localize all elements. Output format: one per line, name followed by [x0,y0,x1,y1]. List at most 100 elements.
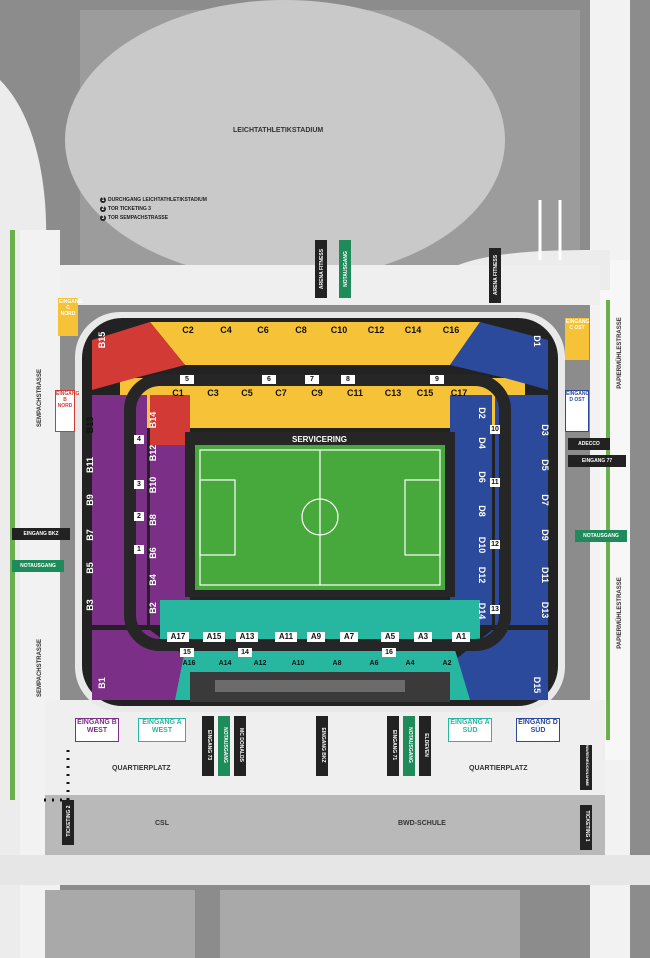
section-c3[interactable]: C3 [207,388,219,398]
section-c9[interactable]: C9 [311,388,323,398]
entrance-c-nord[interactable]: EINGANG C NORD [58,298,82,336]
section-b2[interactable]: B2 [148,602,158,614]
section-a3[interactable]: A3 [414,632,432,642]
section-d7[interactable]: D7 [540,494,550,506]
section-a1[interactable]: A1 [452,632,470,642]
section-d11[interactable]: D11 [540,566,550,583]
section-b6[interactable]: B6 [148,547,158,559]
entrance-a-sued[interactable]: EINGANG A SÜD [448,718,492,742]
gate-11: 11 [490,478,500,487]
section-d3[interactable]: D3 [540,424,550,436]
notausgang-s2-tag[interactable]: NOTAUSGANG [403,716,415,776]
gate-13: 13 [490,605,500,614]
notausgang-right-tag[interactable]: NOTAUSGANG [575,530,627,542]
section-a7[interactable]: A7 [340,632,358,642]
section-b10[interactable]: B10 [148,476,158,494]
ticketing-2-tag[interactable]: TICKETING 2 [62,800,74,845]
section-c17[interactable]: C17 [450,388,468,398]
section-b4[interactable]: B4 [148,574,158,586]
section-a13[interactable]: A13 [236,632,258,642]
entrance-c-ost[interactable]: EINGANG C OST [565,318,589,360]
arena-fitness-top-tag[interactable]: ARENA FITNESS [315,240,327,298]
section-c13[interactable]: C13 [384,388,402,398]
eldeven-tag[interactable]: ELDEVEN [419,716,431,776]
section-d12[interactable]: D12 [477,566,487,584]
quartierplatz-left-label: QUARTIERPLATZ [112,765,171,772]
section-b12[interactable]: B12 [148,444,158,462]
legend-number: 1 [100,197,106,203]
section-a17[interactable]: A17 [167,632,189,642]
section-a9[interactable]: A9 [307,632,325,642]
section-b15[interactable]: B15 [97,331,107,349]
section-c7[interactable]: C7 [275,388,287,398]
eingang-77-tag[interactable]: EINGANG 77 [568,455,626,467]
arena-fitness-top-label: ARENA FITNESS [319,248,325,290]
section-a4[interactable]: A4 [405,660,415,667]
section-d4[interactable]: D4 [477,437,487,449]
section-c15[interactable]: C15 [416,388,434,398]
entrance-a-west[interactable]: EINGANG A WEST [138,718,186,742]
entrance-b-west[interactable]: EINGANG B WEST [75,718,119,742]
eingang-73-tag[interactable]: EINGANG 73 [202,716,214,776]
section-d13[interactable]: D13 [540,601,550,619]
section-d5[interactable]: D5 [540,459,550,471]
legend-number: 2 [100,206,106,212]
section-d15[interactable]: D15 [532,676,542,694]
warenruecknahme-tag[interactable]: WARENRÜCKNAHME [580,745,592,790]
adecco-tag[interactable]: ADECCO [568,438,610,450]
section-a10[interactable]: A10 [291,660,305,667]
section-a16[interactable]: A16 [182,660,196,667]
section-a2[interactable]: A2 [442,660,452,667]
section-d10[interactable]: D10 [477,536,487,554]
section-d1[interactable]: D1 [532,335,542,347]
section-a5[interactable]: A5 [381,632,399,642]
section-b5[interactable]: B5 [85,562,95,574]
gate-6: 6 [262,375,276,384]
section-b7[interactable]: B7 [85,529,95,541]
section-c16[interactable]: C16 [442,325,460,335]
section-b8[interactable]: B8 [148,514,158,526]
arena-fitness-right-tag[interactable]: ARENA FITNESS [489,248,501,303]
section-c5[interactable]: C5 [241,388,253,398]
section-d6[interactable]: D6 [477,471,487,483]
entrance-d-ost[interactable]: EINGANG D OST [565,390,589,432]
athletics-stadium-label: LEICHTATHLETIKSTADIUM [233,127,324,134]
entrance-b-nord[interactable]: EINGANG B NORD [55,390,79,432]
section-b9[interactable]: B9 [85,494,95,506]
section-c4[interactable]: C4 [220,325,232,335]
notausgang-left-tag[interactable]: NOTAUSGANG [12,560,64,572]
ticketing-1-tag[interactable]: TICKETING 1 [580,805,592,850]
section-a8[interactable]: A8 [332,660,342,667]
notausgang-s1-tag[interactable]: NOTAUSGANG [218,716,230,776]
section-c11[interactable]: C11 [346,388,363,398]
section-a11[interactable]: A11 [275,632,297,642]
section-c6[interactable]: C6 [257,325,269,335]
section-c2[interactable]: C2 [182,325,194,335]
section-d9[interactable]: D9 [540,529,550,541]
section-c10[interactable]: C10 [330,325,348,335]
section-c12[interactable]: C12 [367,325,385,335]
entrance-d-sued[interactable]: EINGANG D SÜD [516,718,560,742]
mcdonalds-tag[interactable]: MC DONALDS [234,716,246,776]
section-c8[interactable]: C8 [295,325,307,335]
section-b1[interactable]: B1 [97,677,107,689]
section-c14[interactable]: C14 [404,325,422,335]
section-a6[interactable]: A6 [369,660,379,667]
section-d2[interactable]: D2 [477,407,487,419]
eingang-bkz-tag[interactable]: EINGANG BKZ [12,528,70,540]
section-b11[interactable]: B11 [85,457,95,474]
section-a14[interactable]: A14 [218,660,232,667]
eingang-bkz-south-tag[interactable]: EINGANG BKZ [316,716,328,776]
eingang-71-tag[interactable]: EINGANG 71 [387,716,399,776]
section-b3[interactable]: B3 [85,599,95,611]
notausgang-top-tag[interactable]: NOTAUSGANG [339,240,351,298]
section-d8[interactable]: D8 [477,505,487,517]
section-c1[interactable]: C1 [172,388,184,398]
section-a15[interactable]: A15 [203,632,225,642]
section-b13[interactable]: B13 [85,416,95,434]
section-a12[interactable]: A12 [253,660,267,667]
section-d14[interactable]: D14 [477,602,487,620]
section-b14[interactable]: B14 [148,411,158,429]
